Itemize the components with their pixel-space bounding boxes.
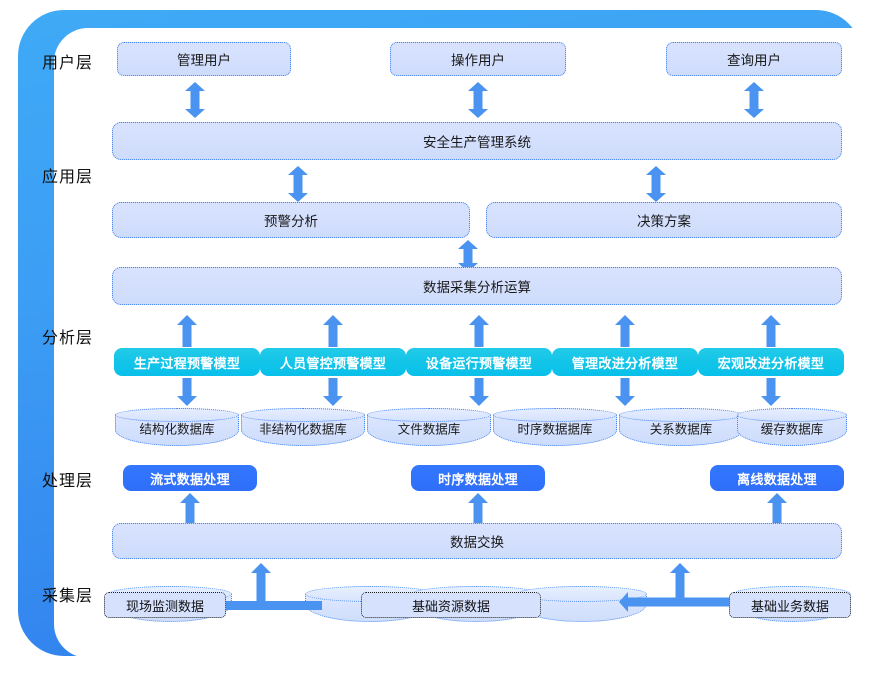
db-label: 结构化数据库 (139, 422, 215, 437)
arrow-down-icon (761, 378, 781, 406)
arrow-up-icon (323, 315, 343, 347)
layer-label-analysis: 分析层 (42, 330, 94, 347)
arrow-up-icon (767, 493, 787, 523)
process-offline-data[interactable]: 离线数据处理 (710, 465, 844, 491)
arrow-up-icon (668, 563, 692, 605)
arrow-up-icon (177, 315, 197, 347)
arrow-up-icon (249, 563, 273, 605)
model-macro-improvement-analysis[interactable]: 宏观改进分析模型 (698, 348, 844, 376)
layer-label-collection: 采集层 (42, 588, 94, 605)
layer-label-user: 用户层 (42, 55, 94, 72)
db-label: 文件数据库 (397, 422, 461, 437)
database-cylinder-icon-unstructured[interactable]: 非结构化数据库 (241, 408, 365, 446)
arrow-down-icon (323, 378, 343, 406)
process-stream-data[interactable]: 流式数据处理 (123, 465, 257, 491)
node-admin-user[interactable]: 管理用户 (117, 42, 291, 76)
node-query-user[interactable]: 查询用户 (666, 42, 842, 76)
model-management-improvement-analysis[interactable]: 管理改进分析模型 (552, 348, 698, 376)
source-label-basic-business[interactable]: 基础业务数据 (729, 592, 851, 618)
node-decision-plan[interactable]: 决策方案 (486, 202, 842, 238)
arrow-up-down-icon (288, 166, 308, 202)
db-label: 缓存数据库 (760, 422, 824, 437)
node-operator-user[interactable]: 操作用户 (390, 42, 566, 76)
diagram-frame (18, 10, 880, 658)
node-safety-production-system[interactable]: 安全生产管理系统 (112, 122, 842, 160)
arrow-down-icon (177, 378, 197, 406)
database-cylinder-icon-relational[interactable]: 关系数据库 (619, 408, 743, 446)
arrow-up-down-icon (468, 82, 488, 118)
process-timeseries-data[interactable]: 时序数据处理 (411, 465, 545, 491)
arrow-up-icon (761, 315, 781, 347)
model-production-process-warning[interactable]: 生产过程预警模型 (114, 348, 260, 376)
source-label-field-monitoring[interactable]: 现场监测数据 (104, 592, 226, 618)
arrow-up-icon (615, 315, 635, 347)
node-data-exchange[interactable]: 数据交换 (112, 523, 842, 559)
model-equipment-operation-warning[interactable]: 设备运行预警模型 (406, 348, 552, 376)
source-label-basic-resource[interactable]: 基础资源数据 (361, 592, 541, 618)
database-cylinder-icon-structured[interactable]: 结构化数据库 (115, 408, 239, 446)
model-personnel-control-warning[interactable]: 人员管控预警模型 (260, 348, 406, 376)
node-early-warning-analysis[interactable]: 预警分析 (112, 202, 470, 238)
arrow-left-right-icon (619, 590, 741, 614)
arrow-up-icon (469, 315, 489, 347)
arrow-up-icon (180, 493, 200, 523)
arrow-up-down-icon (185, 82, 205, 118)
database-cylinder-icon-file[interactable]: 文件数据库 (367, 408, 491, 446)
arrow-up-down-icon (646, 166, 666, 202)
db-label: 非结构化数据库 (259, 422, 347, 437)
db-label: 时序数据据库 (517, 422, 593, 437)
arrow-up-down-icon (744, 82, 764, 118)
database-cylinder-icon-timeseries[interactable]: 时序数据据库 (493, 408, 617, 446)
arrow-down-icon (469, 378, 489, 406)
connector-bar (222, 601, 322, 610)
arrow-down-icon (615, 378, 635, 406)
db-label: 关系数据库 (649, 422, 713, 437)
database-cylinder-icon-cache[interactable]: 缓存数据库 (737, 408, 847, 446)
node-data-collection-analysis-compute[interactable]: 数据采集分析运算 (112, 267, 842, 305)
layer-label-application: 应用层 (42, 169, 94, 186)
arrow-up-icon (468, 493, 488, 523)
layer-label-processing: 处理层 (42, 473, 94, 490)
